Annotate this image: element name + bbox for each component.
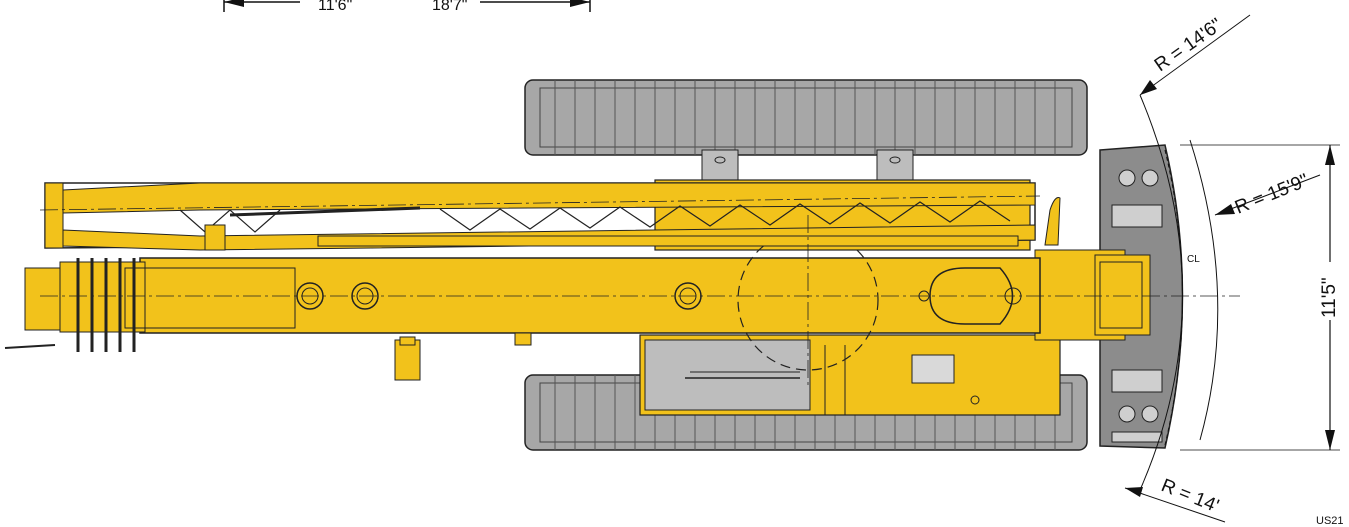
radius-bottom-label: R = 14' xyxy=(1158,475,1222,517)
width-dimension: 11'5" xyxy=(1180,144,1342,451)
centerlines xyxy=(39,195,1240,385)
radius-top: R = 14'6" xyxy=(1139,14,1251,96)
lattice-jib xyxy=(44,182,1061,251)
telescopic-boom xyxy=(4,229,1041,381)
dim-top-left: 11'6" xyxy=(318,0,352,14)
top-dimension: 11'6" 18'7" xyxy=(223,0,591,14)
width-label: 11'5" xyxy=(1319,277,1340,318)
figure-code: US21 xyxy=(1316,515,1344,527)
radius-bottom: R = 14' xyxy=(1124,475,1226,523)
dim-top-right: 18'7" xyxy=(432,0,467,14)
radius-mid-label: R = 15'9" xyxy=(1232,170,1312,218)
tail-swing-radius-arcs xyxy=(1139,94,1219,491)
radius-top-label: R = 14'6" xyxy=(1151,14,1226,76)
radius-mid: R = 15'9" xyxy=(1214,170,1321,219)
centerline-marker: CL xyxy=(1187,254,1200,265)
upper-crawler-track xyxy=(524,79,1088,181)
